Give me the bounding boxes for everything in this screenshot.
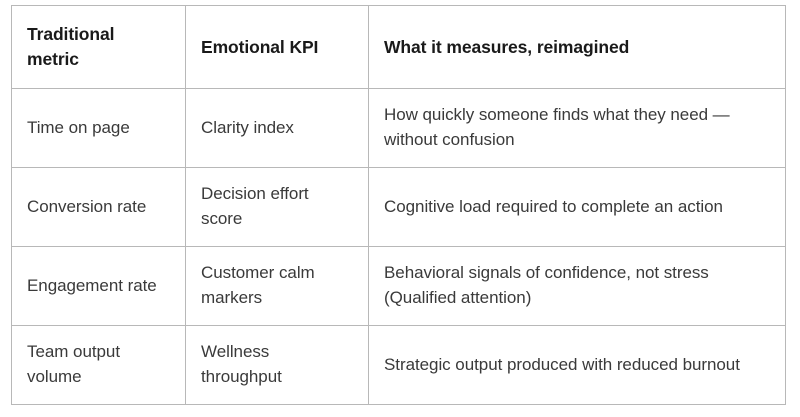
cell-traditional-metric: Engagement rate: [11, 246, 186, 326]
emotional-kpi-table: Traditional metric Emotional KPI What it…: [11, 5, 786, 405]
column-header-what-it-measures: What it measures, reimagined: [368, 5, 786, 89]
table-row: Engagement rate Customer calm markers Be…: [11, 246, 786, 326]
cell-traditional-metric: Conversion rate: [11, 167, 186, 247]
cell-what-it-measures: How quickly someone finds what they need…: [368, 88, 786, 168]
cell-what-it-measures: Behavioral signals of confidence, not st…: [368, 246, 786, 326]
table-body: Time on page Clarity index How quickly s…: [11, 88, 786, 405]
cell-emotional-kpi: Customer calm markers: [185, 246, 369, 326]
cell-traditional-metric: Time on page: [11, 88, 186, 168]
cell-emotional-kpi: Wellness throughput: [185, 325, 369, 405]
table-row: Team output volume Wellness throughput S…: [11, 325, 786, 405]
cell-traditional-metric: Team output volume: [11, 325, 186, 405]
cell-emotional-kpi: Decision effort score: [185, 167, 369, 247]
column-header-emotional-kpi: Emotional KPI: [185, 5, 369, 89]
cell-what-it-measures: Strategic output produced with reduced b…: [368, 325, 786, 405]
table-row: Time on page Clarity index How quickly s…: [11, 88, 786, 168]
table-header-row: Traditional metric Emotional KPI What it…: [11, 5, 786, 89]
cell-emotional-kpi: Clarity index: [185, 88, 369, 168]
column-header-traditional-metric: Traditional metric: [11, 5, 186, 89]
table-header: Traditional metric Emotional KPI What it…: [11, 5, 786, 89]
cell-what-it-measures: Cognitive load required to complete an a…: [368, 167, 786, 247]
table-row: Conversion rate Decision effort score Co…: [11, 167, 786, 247]
clipped-text-below-table: [11, 411, 785, 417]
